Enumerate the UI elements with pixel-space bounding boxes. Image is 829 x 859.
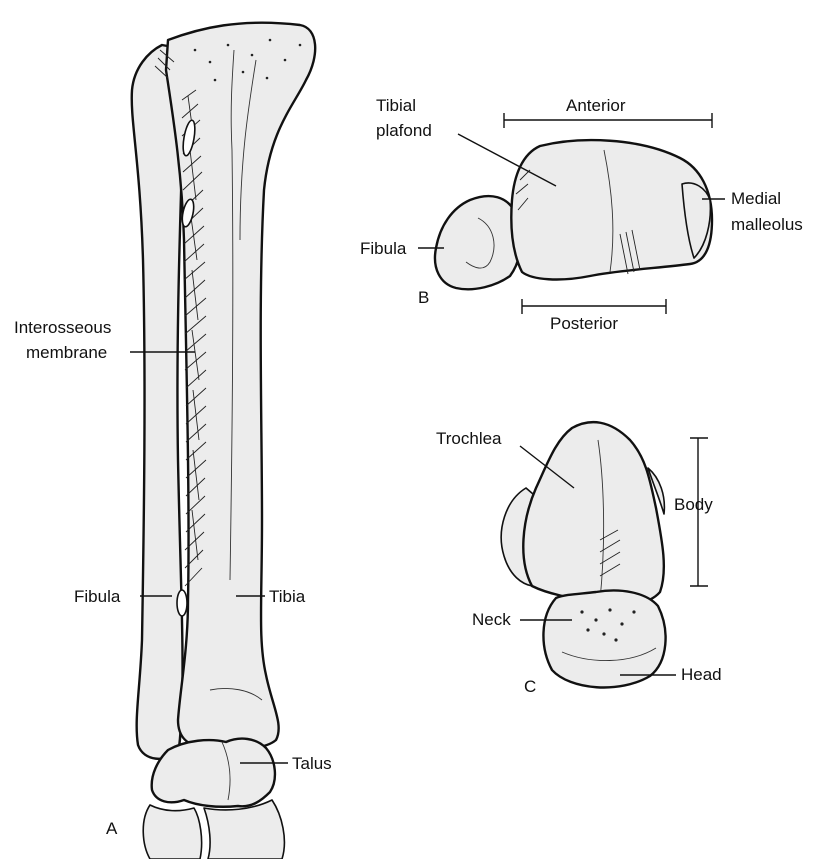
panel-c <box>501 422 665 687</box>
trochlea-surface <box>523 422 664 605</box>
label-trochlea: Trochlea <box>436 429 502 448</box>
label-interosseous-line2: membrane <box>26 343 107 362</box>
label-tibial-line1: Tibial <box>376 96 416 115</box>
foot-bone <box>143 805 201 859</box>
label-posterior: Posterior <box>550 314 618 333</box>
label-anterior: Anterior <box>566 96 626 115</box>
talus-neck-head <box>543 591 665 688</box>
label-tibia: Tibia <box>269 587 306 606</box>
label-head: Head <box>681 665 722 684</box>
label-fibula-b: Fibula <box>360 239 407 258</box>
label-talus-a: Talus <box>292 754 332 773</box>
label-fibula-a: Fibula <box>74 587 121 606</box>
label-body: Body <box>674 495 713 514</box>
label-neck: Neck <box>472 610 511 629</box>
label-medial-line1: Medial <box>731 189 781 208</box>
membrane-foramen <box>177 590 187 616</box>
panel-b <box>435 140 712 289</box>
panel-letter-a: A <box>106 819 118 838</box>
label-interosseous-line1: Interosseous <box>14 318 111 337</box>
talus-bone <box>152 739 275 807</box>
panel-letter-c: C <box>524 677 536 696</box>
label-medial-line2: malleolus <box>731 215 803 234</box>
fibula-section <box>435 196 521 289</box>
panel-a <box>132 23 315 859</box>
foot-bone <box>204 800 284 859</box>
label-tibial-line2: plafond <box>376 121 432 140</box>
panel-letter-b: B <box>418 288 429 307</box>
